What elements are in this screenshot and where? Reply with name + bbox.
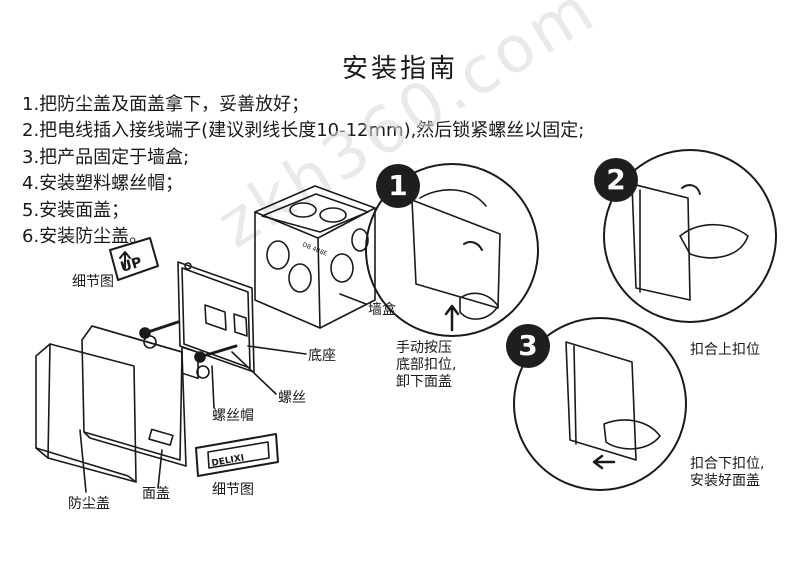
caption-line: 底部扣位, <box>396 357 457 373</box>
face-cover-drawing <box>81 325 187 467</box>
step-badge-2: 2 <box>594 158 638 202</box>
brand-detail-icon <box>195 433 279 477</box>
screw-cap-label: 螺丝帽 <box>212 408 254 424</box>
panel-2-caption: 扣合上扣位 <box>690 342 760 359</box>
screw-cap-drawing <box>143 335 210 379</box>
instruction-step: 1.把防尘盖及面盖拿下，妥善放好； <box>22 94 310 115</box>
panel-1-drawing <box>365 163 539 337</box>
dust-cover-label: 防尘盖 <box>68 496 110 512</box>
up-detail-icon <box>109 237 159 281</box>
instruction-list: 1.把防尘盖及面盖拿下，妥善放好； 2.把电线插入接线端子(建议剥线长度10-1… <box>22 92 584 250</box>
up-stamp: UP <box>119 254 144 275</box>
instruction-step: 6.安装防尘盖。 <box>22 226 148 248</box>
caption-line: 手动按压 <box>396 340 452 356</box>
step-badge-1: 1 <box>376 164 420 208</box>
page-title: 安装指南 <box>341 54 458 84</box>
panel-3-caption: 扣合下扣位, 安装好面盖 <box>690 456 764 490</box>
step-badge-3: 3 <box>506 324 550 368</box>
brand-stamp: DELIXI <box>211 453 245 469</box>
base-plate-drawing <box>177 261 255 380</box>
screw-drawing <box>139 320 238 363</box>
detail-logo-label: 细节图 <box>212 482 254 498</box>
instruction-step: 5.安装面盖； <box>22 199 130 221</box>
face-cover-label: 面盖 <box>142 486 170 502</box>
detail-up-label: 细节图 <box>72 274 114 290</box>
panel-2-drawing <box>603 149 777 323</box>
panel-1-caption: 手动按压 底部扣位, 卸下面盖 <box>396 340 456 391</box>
caption-line: 扣合上扣位 <box>690 342 760 358</box>
panel-3-drawing <box>513 317 687 491</box>
base-label: 底座 <box>308 348 336 364</box>
screw-label: 螺丝 <box>278 390 306 406</box>
wall-box-label: 墙盒 <box>368 302 396 318</box>
instruction-step: 4.安装塑料螺丝帽； <box>22 173 184 195</box>
caption-line: 安装好面盖 <box>690 473 760 489</box>
dust-cover-drawing <box>35 343 137 483</box>
instruction-step: 3.把产品固定于墙盒; <box>22 146 190 168</box>
caption-line: 扣合下扣位, <box>690 456 765 472</box>
wall-box-stamp: DB 4B8E <box>301 241 328 257</box>
instruction-step: 2.把电线插入接线端子(建议剥线长度10-12mm),然后锁紧螺丝以固定; <box>22 120 585 142</box>
caption-line: 卸下面盖 <box>396 374 452 390</box>
wall-box-drawing <box>254 185 376 329</box>
